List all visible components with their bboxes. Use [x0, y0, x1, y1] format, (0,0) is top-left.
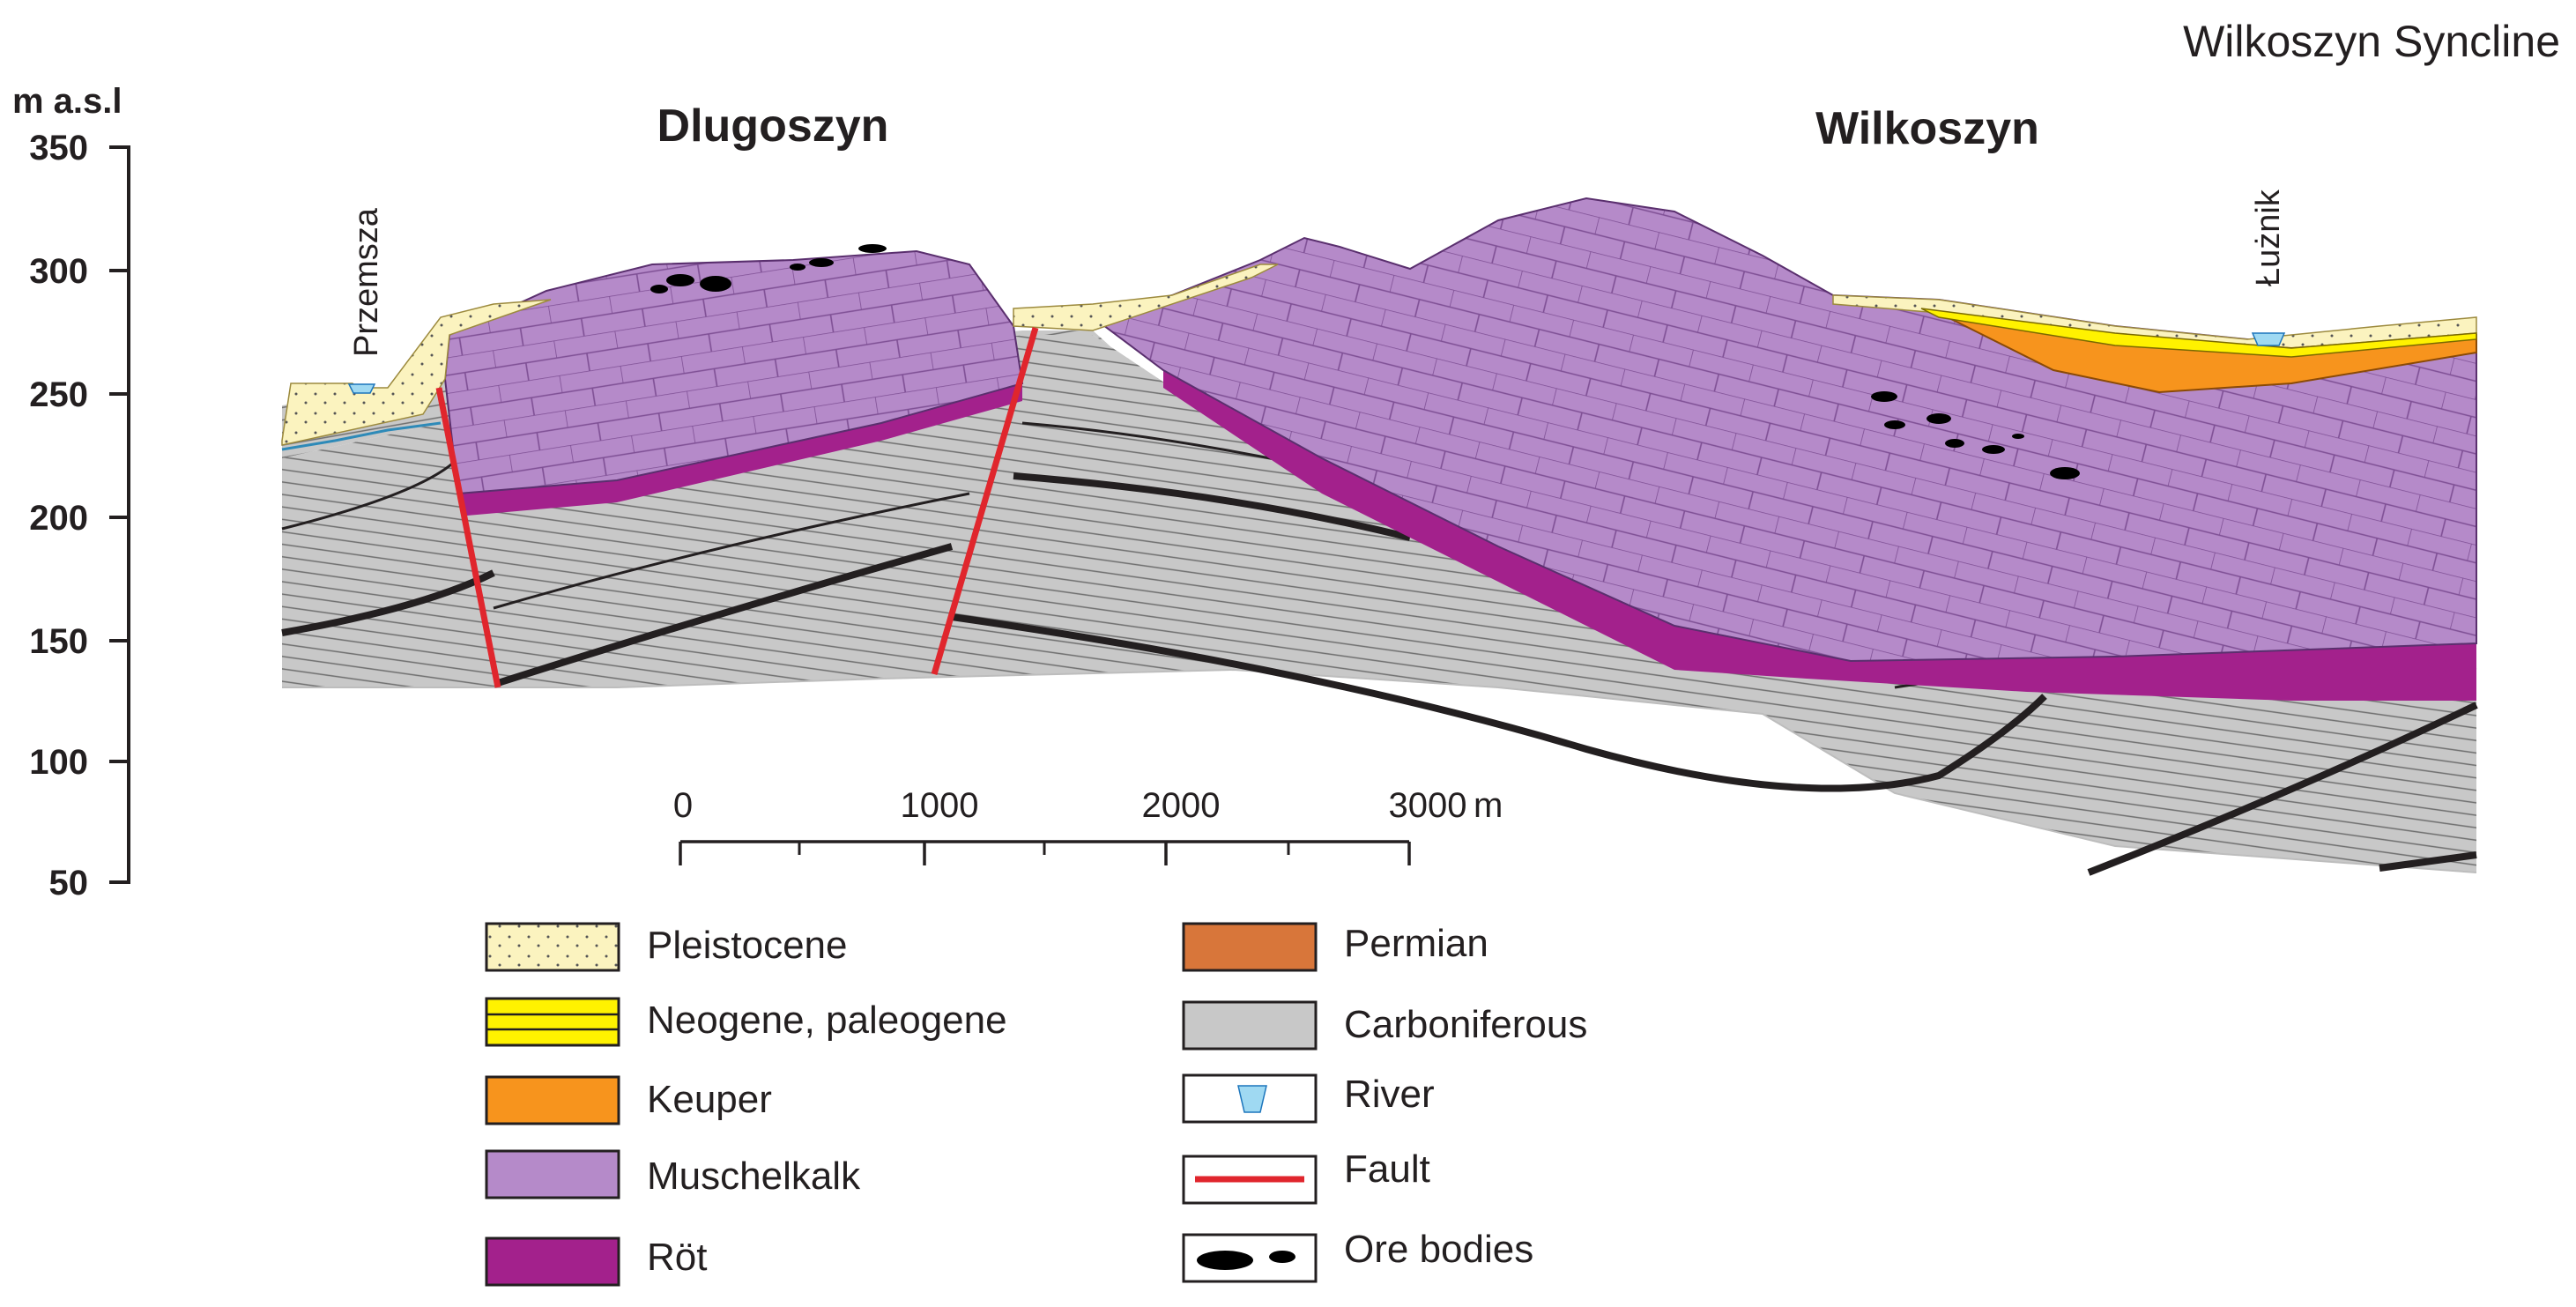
section-body: Przemsza Łużnik: [281, 189, 2478, 876]
river-label-luznik: Łużnik: [2250, 189, 2287, 286]
figure-title: Wilkoszyn Syncline: [2183, 17, 2560, 66]
axis-tick-label: 200: [29, 499, 88, 538]
axis-tick-label: 250: [29, 375, 88, 414]
place-label-dlugoszyn: Dlugoszyn: [657, 100, 889, 152]
axis-tick-label: 50: [49, 864, 89, 902]
legend-swatch-rot: [485, 1236, 620, 1287]
scale-unit: m: [1474, 786, 1503, 825]
river-icon: [1237, 1085, 1267, 1113]
scale-label: 0: [673, 786, 693, 825]
legend-label: Neogene, paleogene: [647, 999, 1007, 1042]
axis-title: m a.s.l: [12, 82, 122, 121]
legend-label: Muschelkalk: [647, 1155, 861, 1198]
axis-tick-label: 350: [29, 129, 88, 167]
fault-line: [435, 387, 501, 688]
legend-item-carboniferous: Carboniferous: [1182, 1000, 1587, 1051]
river-symbol: [347, 383, 376, 394]
neogene-unit: [1920, 308, 2477, 358]
ore-body-icon: [1269, 1251, 1295, 1263]
axis-tick-label: 150: [29, 622, 88, 661]
pleistocene-unit-right: [1832, 294, 2477, 349]
legend-item-pleistocene: Pleistocene: [485, 922, 847, 972]
legend-label: Ore bodies: [1344, 1228, 1533, 1271]
vertical-axis: m a.s.l 350 300 250 200 150 100 50: [12, 82, 130, 902]
legend-item-river: River: [1182, 1073, 1435, 1124]
legend-label: Fault: [1344, 1147, 1430, 1191]
axis-tick-label: 100: [29, 743, 88, 782]
scale-label: 3000: [1389, 786, 1467, 825]
legend-label: Carboniferous: [1344, 1003, 1587, 1046]
legend-label: Röt: [647, 1236, 707, 1279]
pleistocene-unit-left: [281, 299, 552, 446]
legend-label: Keuper: [647, 1078, 772, 1121]
legend-swatch-muschelkalk: [485, 1149, 620, 1199]
legend-item-muschelkalk: Muschelkalk: [485, 1149, 861, 1199]
river-label-przemsza: Przemsza: [348, 207, 385, 357]
legend-swatch-neogene: [485, 997, 620, 1047]
legend-label: Pleistocene: [647, 924, 847, 967]
legend-item-ore-bodies: Ore bodies: [1182, 1228, 1533, 1283]
legend-item-neogene-paleogene: Neogene, paleogene: [485, 997, 1007, 1047]
carboniferous-unit: [282, 335, 2476, 873]
legend-swatch-permian: [1182, 922, 1318, 972]
legend-label: Permian: [1344, 922, 1488, 965]
legend: Pleistocene Neogene, paleogene Keuper Mu…: [485, 922, 1587, 1287]
scale-bar: 0 1000 2000 3000 m: [673, 786, 1503, 865]
pleistocene-unit-mid: [1013, 264, 1279, 331]
legend-item-permian: Permian: [1182, 922, 1488, 972]
ore-bodies: [650, 244, 2080, 479]
legend-item-keuper: Keuper: [485, 1075, 772, 1125]
legend-item-rot: Röt: [485, 1236, 707, 1287]
fault-line: [931, 327, 1039, 675]
legend-item-fault: Fault: [1182, 1147, 1430, 1205]
axis-tick-label: 300: [29, 252, 88, 291]
legend-label: River: [1344, 1073, 1435, 1116]
legend-swatch-keuper: [485, 1075, 620, 1125]
scale-label: 2000: [1142, 786, 1221, 825]
legend-swatch-pleistocene: [485, 922, 620, 972]
place-label-wilkoszyn: Wilkoszyn: [1815, 103, 2039, 154]
scale-label: 1000: [901, 786, 979, 825]
river-symbol: [2251, 332, 2286, 346]
legend-swatch-carboniferous: [1182, 1000, 1318, 1051]
rot-unit-right: [1163, 370, 2476, 701]
ore-body-icon: [1197, 1251, 1253, 1270]
